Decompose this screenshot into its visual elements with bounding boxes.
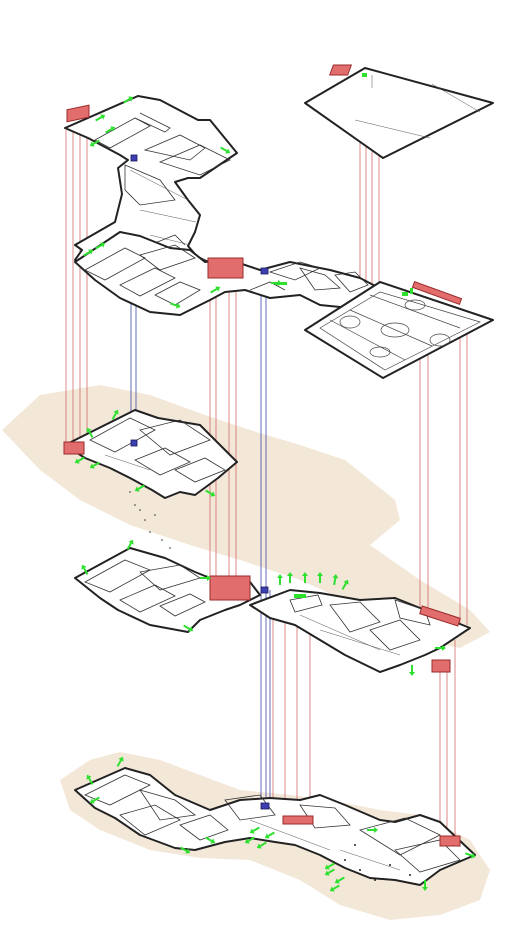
exit-arrow	[317, 572, 323, 583]
exit-arrow	[111, 409, 119, 420]
exit-arrow	[324, 868, 335, 876]
stair-level-4	[66, 104, 90, 123]
exit-arrow	[89, 461, 100, 469]
exit-arrow	[271, 280, 282, 286]
elevator-level-0	[260, 802, 270, 810]
exit-arrow	[256, 841, 267, 849]
exit-arrow	[86, 774, 94, 785]
exit-arrow	[302, 572, 308, 583]
wing-floor-level-1	[74, 547, 261, 633]
exit-arrow	[86, 427, 94, 438]
stair-level-1	[209, 575, 251, 601]
exit-arrow	[169, 302, 181, 309]
elevator-level-4	[130, 154, 138, 162]
exit-arrow	[329, 884, 340, 892]
roof-stair	[329, 64, 353, 76]
exit-arrow	[89, 796, 100, 804]
level-3	[74, 231, 494, 379]
exit-arrow	[205, 489, 216, 497]
stair-level-3	[207, 257, 244, 279]
exit-arrow	[105, 126, 116, 134]
exit-arrow	[332, 574, 339, 586]
dot-grid	[129, 491, 171, 549]
exit-arrow	[334, 876, 345, 884]
exit-arrow	[95, 242, 106, 250]
exit-arrow	[180, 846, 191, 854]
exit-arrow	[277, 574, 283, 585]
stair-level-2	[63, 441, 85, 455]
elevator-level-3	[260, 267, 269, 275]
east-stair-level-1	[419, 605, 461, 627]
exit-arrow	[126, 539, 134, 550]
ground-floor	[74, 767, 476, 886]
exit-arrow	[200, 575, 211, 581]
exit-arrow	[409, 665, 415, 676]
exit-arrow	[341, 579, 349, 590]
exit-arrow	[367, 827, 378, 833]
exit-arrow	[74, 456, 85, 464]
exit-arrow	[324, 862, 335, 870]
external-stair	[431, 659, 451, 673]
exit-arrow	[83, 249, 94, 257]
vertical-connectors	[65, 72, 468, 835]
level-1	[74, 547, 471, 673]
hall-stair	[411, 280, 463, 306]
level-2	[63, 409, 238, 549]
exit-arrow	[249, 826, 260, 834]
exit-arrow	[244, 836, 255, 844]
ground-dots	[344, 844, 411, 881]
ground-stair-center	[282, 815, 314, 825]
level-0	[74, 767, 476, 886]
exit-arrow	[183, 624, 194, 632]
exit-arrow	[134, 484, 145, 492]
exit-arrow	[264, 831, 275, 839]
evacuation-arrows	[74, 96, 476, 892]
exit-arrow	[220, 146, 231, 154]
exit-arrow	[435, 645, 446, 651]
exit-arrow	[422, 880, 428, 891]
exit-arrow	[95, 114, 106, 122]
exit-arrow	[123, 96, 134, 104]
exit-arrow	[205, 836, 216, 844]
exit-arrow	[287, 572, 293, 583]
roof-slab	[304, 67, 494, 159]
east-block-level-1	[249, 589, 471, 673]
exit-arrow	[210, 286, 221, 294]
ground-stair-east	[439, 835, 461, 847]
elevator-level-2	[130, 439, 138, 447]
exit-arrow	[116, 756, 124, 767]
exit-arrow	[464, 852, 476, 859]
exit-arrow	[81, 564, 89, 575]
sports-hall	[304, 281, 494, 379]
elevator-level-1	[260, 586, 269, 594]
exit-arrow	[89, 139, 100, 147]
